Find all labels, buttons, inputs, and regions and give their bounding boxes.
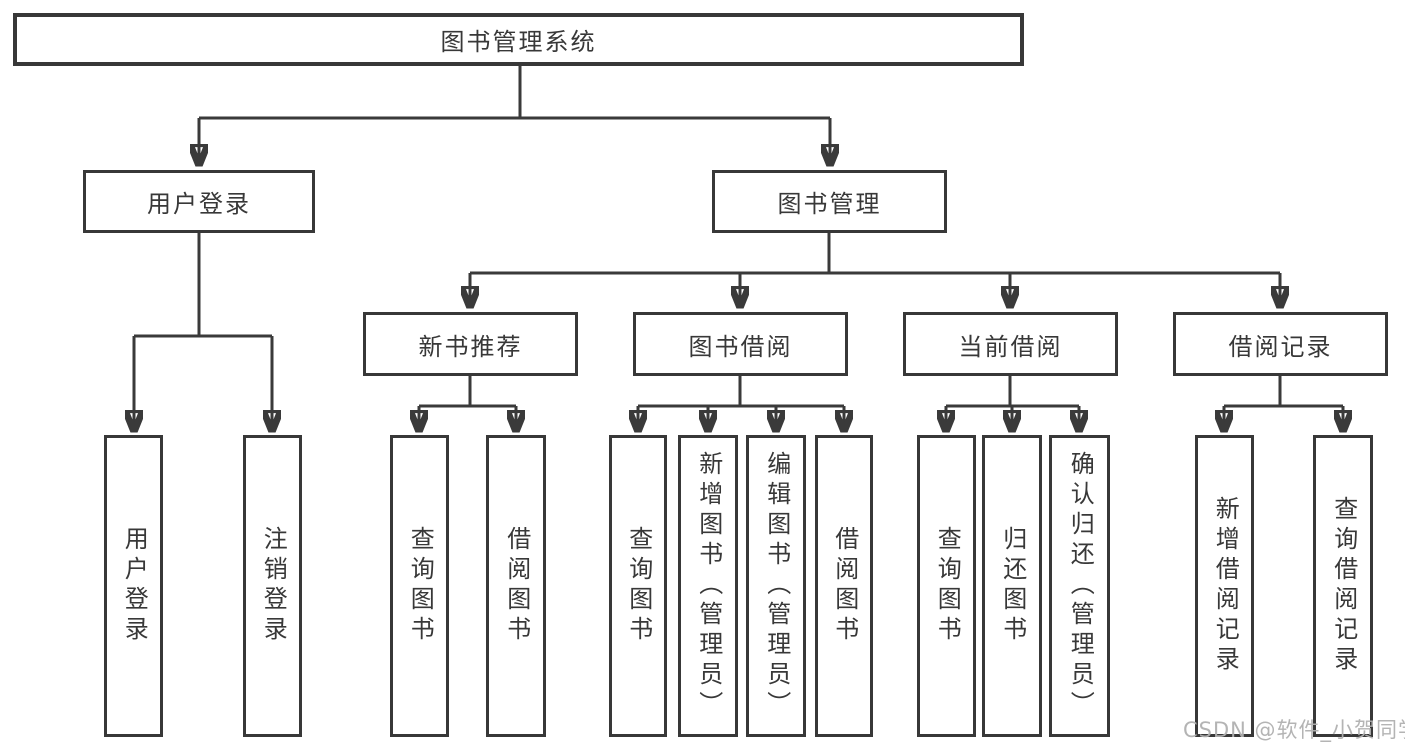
leaf-query-books-current: 查询图书 <box>917 435 976 737</box>
node-current-borrow: 当前借阅 <box>903 312 1118 376</box>
leaf-query-books-current-label: 查询图书 <box>933 526 962 646</box>
node-book-management-label: 图书管理 <box>777 190 882 218</box>
leaf-user-login: 用户登录 <box>104 435 163 737</box>
leaf-query-books-borrow: 查询图书 <box>609 435 667 737</box>
leaf-query-books-recommend: 查询图书 <box>390 435 449 737</box>
leaf-add-borrow-record-label: 新增借阅记录 <box>1211 496 1240 676</box>
leaf-edit-book-admin: 编辑图书（管理员） <box>746 435 806 737</box>
node-borrow-records: 借阅记录 <box>1173 312 1388 376</box>
leaf-query-borrow-record: 查询借阅记录 <box>1313 435 1373 737</box>
leaf-borrow-books-borrow-label: 借阅图书 <box>830 526 859 646</box>
leaf-add-book-admin-label: 新增图书（管理员） <box>694 451 723 721</box>
leaf-edit-book-admin-label: 编辑图书（管理员） <box>762 451 791 721</box>
node-book-borrow: 图书借阅 <box>633 312 848 376</box>
node-user-login: 用户登录 <box>83 170 315 233</box>
leaf-query-books-recommend-label: 查询图书 <box>406 526 435 646</box>
node-book-management: 图书管理 <box>712 170 947 233</box>
csdn-watermark: CSDN @软件_小贺同学 <box>1183 718 1405 742</box>
leaf-borrow-books-recommend-label: 借阅图书 <box>502 526 531 646</box>
node-root-system-label: 图书管理系统 <box>440 28 597 56</box>
leaf-return-books-label: 归还图书 <box>998 526 1027 646</box>
leaf-borrow-books-recommend: 借阅图书 <box>486 435 546 737</box>
node-book-borrow-label: 图书借阅 <box>688 332 793 361</box>
leaf-logout: 注销登录 <box>243 435 302 737</box>
node-current-borrow-label: 当前借阅 <box>958 332 1063 361</box>
node-user-login-label: 用户登录 <box>147 190 251 218</box>
leaf-user-login-label: 用户登录 <box>120 526 149 646</box>
leaf-confirm-return-admin-label: 确认归还（管理员） <box>1066 451 1095 721</box>
leaf-add-book-admin: 新增图书（管理员） <box>678 435 738 737</box>
leaf-add-borrow-record: 新增借阅记录 <box>1195 435 1254 737</box>
leaf-query-borrow-record-label: 查询借阅记录 <box>1329 496 1358 676</box>
leaf-query-books-borrow-label: 查询图书 <box>624 526 653 646</box>
node-new-book-recommend: 新书推荐 <box>363 312 578 376</box>
leaf-confirm-return-admin: 确认归还（管理员） <box>1049 435 1110 737</box>
leaf-return-books: 归还图书 <box>982 435 1042 737</box>
node-root-system: 图书管理系统 <box>13 13 1024 66</box>
leaf-borrow-books-borrow: 借阅图书 <box>815 435 873 737</box>
node-borrow-records-label: 借阅记录 <box>1228 332 1333 361</box>
leaf-logout-label: 注销登录 <box>259 526 288 646</box>
node-new-book-recommend-label: 新书推荐 <box>418 332 523 361</box>
